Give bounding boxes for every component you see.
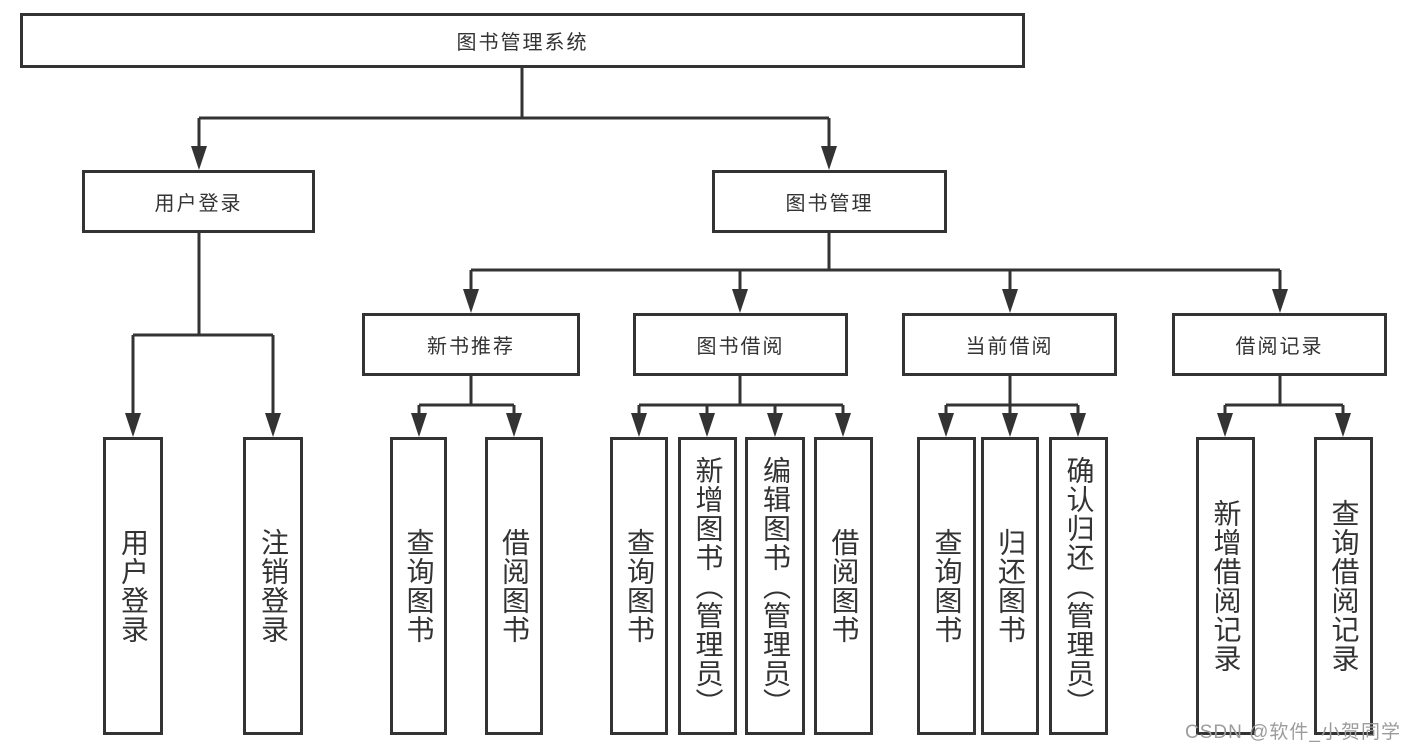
node-book-borrow: 图书借阅 xyxy=(633,313,848,376)
leaf-nbr-query-books: 查询图书 xyxy=(390,437,447,735)
leaf-bb-query-books: 查询图书 xyxy=(610,437,668,735)
leaf-bb-add-books-admin-label: 新增图书（管理员） xyxy=(692,455,724,717)
node-new-book-recommend-label: 新书推荐 xyxy=(427,336,515,358)
leaf-cb-return-books: 归还图书 xyxy=(981,437,1039,735)
node-current-borrow-label: 当前借阅 xyxy=(965,336,1054,358)
leaf-logout-label: 注销登录 xyxy=(258,528,289,644)
node-borrow-records: 借阅记录 xyxy=(1172,313,1387,376)
node-book-management: 图书管理 xyxy=(712,170,947,233)
leaf-br-query-record-label: 查询借阅记录 xyxy=(1328,499,1360,673)
leaf-bb-query-books-label: 查询图书 xyxy=(624,528,655,644)
leaf-cb-confirm-return-admin-label: 确认归还（管理员） xyxy=(1063,455,1095,717)
leaf-bb-add-books-admin: 新增图书（管理员） xyxy=(678,437,737,735)
leaf-cb-query-books-label: 查询图书 xyxy=(931,528,963,644)
leaf-bb-edit-books-admin-label: 编辑图书（管理员） xyxy=(760,455,791,717)
leaf-br-add-record-label: 新增借阅记录 xyxy=(1210,499,1242,673)
node-current-borrow: 当前借阅 xyxy=(902,313,1117,376)
leaf-bb-edit-books-admin: 编辑图书（管理员） xyxy=(745,437,805,735)
node-root-label: 图书管理系统 xyxy=(456,32,589,54)
leaf-user-login: 用户登录 xyxy=(103,437,163,735)
leaf-user-login-label: 用户登录 xyxy=(118,528,149,644)
leaf-br-add-record: 新增借阅记录 xyxy=(1196,437,1255,735)
leaf-cb-return-books-label: 归还图书 xyxy=(995,528,1026,644)
leaf-bb-borrow-books-label: 借阅图书 xyxy=(828,528,860,644)
node-user-login: 用户登录 xyxy=(82,170,315,233)
leaf-logout: 注销登录 xyxy=(243,437,303,735)
leaf-cb-confirm-return-admin: 确认归还（管理员） xyxy=(1049,437,1108,735)
node-root: 图书管理系统 xyxy=(20,13,1025,68)
leaf-nbr-query-books-label: 查询图书 xyxy=(403,528,435,644)
leaf-cb-query-books: 查询图书 xyxy=(917,437,976,735)
csdn-watermark: CSDN @软件_小贺同学 xyxy=(1185,722,1401,743)
node-book-borrow-label: 图书借阅 xyxy=(696,336,785,358)
node-book-management-label: 图书管理 xyxy=(785,193,874,215)
node-borrow-records-label: 借阅记录 xyxy=(1235,336,1324,358)
leaf-nbr-borrow-books: 借阅图书 xyxy=(485,437,543,735)
leaf-bb-borrow-books: 借阅图书 xyxy=(814,437,873,735)
arrowheads xyxy=(125,146,1351,437)
leaf-br-query-record: 查询借阅记录 xyxy=(1314,437,1373,735)
node-new-book-recommend: 新书推荐 xyxy=(362,313,580,376)
leaf-nbr-borrow-books-label: 借阅图书 xyxy=(499,528,530,644)
node-user-login-label: 用户登录 xyxy=(154,193,243,215)
